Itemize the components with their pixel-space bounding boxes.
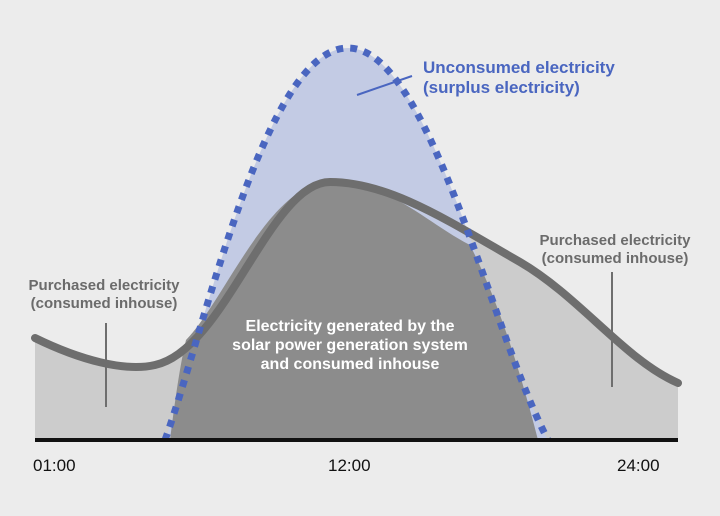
label-line: and consumed inhouse <box>260 355 440 373</box>
label-line: Unconsumed electricity <box>423 58 615 77</box>
purchased-electricity-right-label: Purchased electricity (consumed inhouse) <box>520 232 710 267</box>
surplus-callout-line <box>356 75 413 96</box>
label-line: solar power generation system <box>232 336 468 354</box>
time-tick-noon: 12:00 <box>328 456 371 475</box>
label-line: (consumed inhouse) <box>541 249 689 267</box>
purchased-electricity-left-label: Purchased electricity (consumed inhouse) <box>14 277 194 312</box>
self-consumed-electricity-label: Electricity generated by the solar power… <box>195 318 505 375</box>
surplus-electricity-label: Unconsumed electricity (surplus electric… <box>423 58 615 98</box>
self-consumed-electricity-area <box>170 182 538 440</box>
time-tick-start: 01:00 <box>33 456 76 475</box>
consumption-curve <box>31 177 682 387</box>
label-line: (surplus electricity) <box>423 78 580 98</box>
label-line: Electricity generated by the <box>245 318 455 335</box>
label-line: (consumed inhouse) <box>30 294 178 312</box>
time-tick-end: 24:00 <box>617 456 660 475</box>
label-line: Purchased electricity <box>28 277 180 294</box>
label-line: Purchased electricity <box>539 232 691 249</box>
generation-curve <box>161 44 552 442</box>
